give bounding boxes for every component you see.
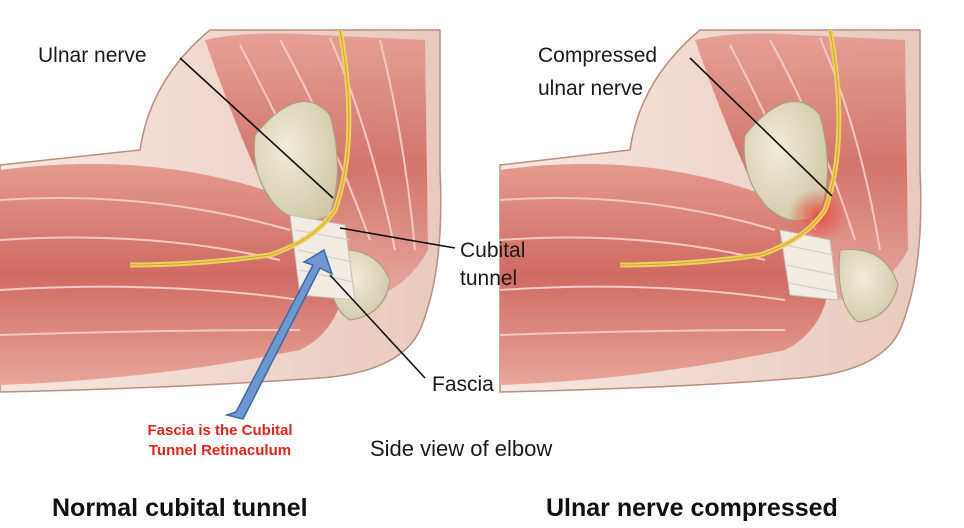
annotation-arrow-shape — [224, 248, 334, 420]
side-view-caption: Side view of elbow — [370, 436, 553, 461]
right-compression-inflammation — [788, 189, 848, 241]
leader-lines — [179, 57, 833, 379]
ulnar-nerve-label: Ulnar nerve — [38, 44, 147, 67]
retinaculum-note-line1: Fascia is the Cubital — [147, 422, 293, 439]
retinaculum-note-line2: Tunnel Retinaculum — [148, 442, 292, 459]
ulnar-nerve-leader — [179, 57, 334, 199]
retinaculum-note: Fascia is the Cubital Tunnel Retinaculum — [130, 421, 310, 461]
left-humerus-bone — [253, 100, 339, 222]
fascia-leader — [329, 274, 426, 379]
cubital-tunnel-leader — [339, 227, 456, 249]
compressed-caption: Ulnar nerve compressed — [546, 494, 838, 522]
cubital-tunnel-label-line2: tunnel — [460, 267, 518, 290]
annotation-arrow — [224, 248, 334, 420]
fascia-label: Fascia — [432, 373, 494, 396]
normal-tunnel-caption: Normal cubital tunnel — [52, 494, 308, 522]
compressed-nerve-label-line1: Compressed — [538, 44, 658, 67]
right-olecranon-bone — [838, 248, 899, 323]
left-elbow-drawing — [0, 29, 442, 393]
compressed-nerve-leader — [689, 57, 833, 197]
cubital-tunnel-label-line1: Cubital — [460, 239, 526, 262]
compressed-nerve-label-line2: ulnar nerve — [538, 77, 644, 100]
